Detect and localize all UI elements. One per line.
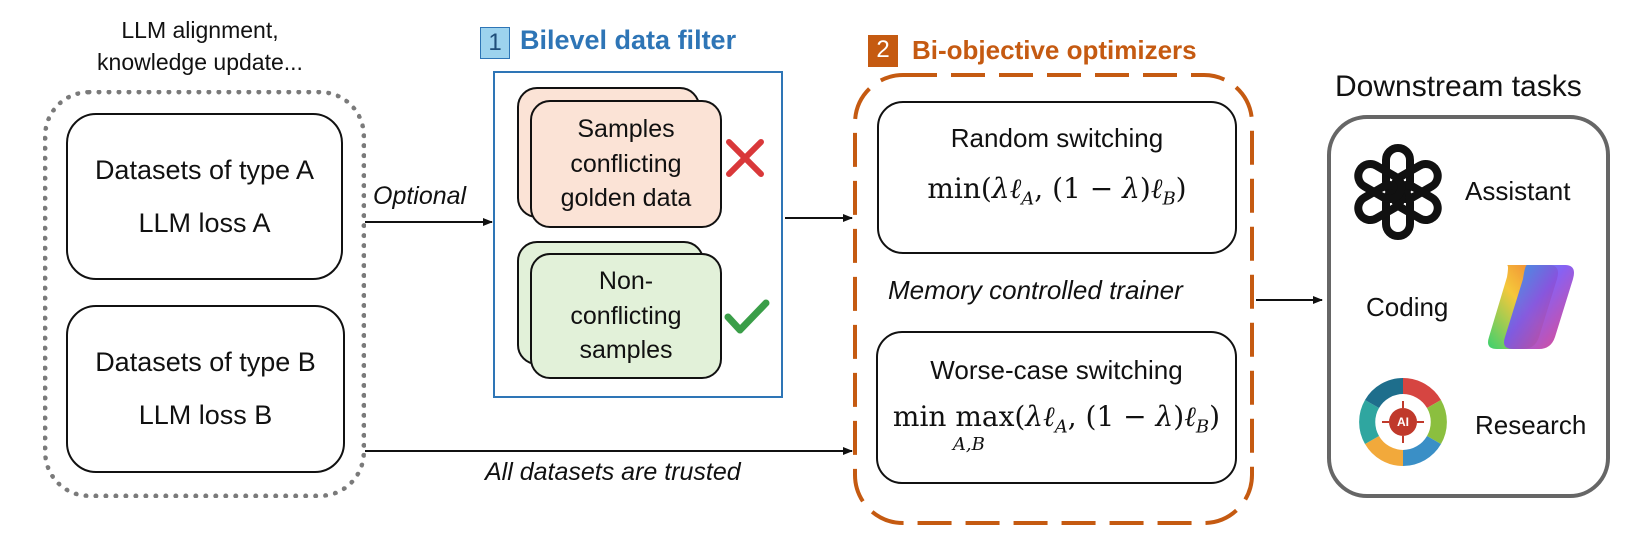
dataset-a-title: Datasets of type A [94,154,315,185]
optimizer-container [853,73,1254,525]
use-case-caption: LLM alignment, knowledge update... [60,14,340,78]
worse-case-switching-formula: min max(λℓA, (1 − λ)ℓB) A,B [892,400,1221,455]
coding-logo-icon [1477,257,1585,357]
conflict-line1: Samples [577,115,675,144]
optimizer-step-badge: 2 [868,35,898,67]
nonconflict-line2: conflicting [570,301,682,330]
filter-title: Bilevel data filter [520,25,737,55]
memory-trainer-label: Memory controlled trainer [888,275,1183,305]
trusted-label: All datasets are trusted [485,458,741,486]
dataset-b-loss: LLM loss B [138,400,273,430]
reject-icon [724,137,766,179]
research-logo-icon: AI [1350,374,1456,470]
use-case-caption-line2: knowledge update... [97,49,303,75]
coding-label: Coding [1366,292,1449,322]
research-logo-center: AI [1397,415,1409,429]
random-switching-box: Random switching min(λℓA, (1 − λ)ℓB) [877,101,1237,254]
use-case-caption-line1: LLM alignment, [121,17,279,43]
dataset-b-title: Datasets of type B [95,347,316,378]
worse-case-switching-title: Worse-case switching [930,355,1183,385]
downstream-title: Downstream tasks [1335,70,1582,103]
downstream-frame [1327,115,1610,498]
nonconflict-sample-card: Non- conflicting samples [530,253,722,379]
random-switching-title: Random switching [950,123,1164,153]
optimizer-title: Bi-objective optimizers [912,35,1197,65]
nonconflict-line1: Non- [598,267,654,296]
conflict-line3: golden data [560,184,692,213]
dataset-group [43,90,366,498]
filter-step-badge: 1 [480,27,510,59]
max-subscript: A,B [952,434,985,455]
optional-label: Optional [373,182,467,210]
assistant-logo-icon [1348,142,1448,242]
nonconflict-line3: samples [579,336,673,365]
dataset-a-loss: LLM loss A [138,207,271,238]
filter-frame [493,71,783,398]
random-switching-formula: min(λℓA, (1 − λ)ℓB) [927,172,1187,210]
research-label: Research [1475,410,1587,440]
dataset-a-box: Datasets of type A LLM loss A [66,113,343,280]
conflict-line2: conflicting [570,149,682,178]
conflict-sample-card: Samples conflicting golden data [530,100,722,228]
dataset-b-box: Datasets of type B LLM loss B [66,305,345,473]
worse-case-switching-box: Worse-case switching min max(λℓA, (1 − λ… [876,331,1237,484]
accept-icon [724,297,770,337]
assistant-label: Assistant [1465,176,1571,206]
